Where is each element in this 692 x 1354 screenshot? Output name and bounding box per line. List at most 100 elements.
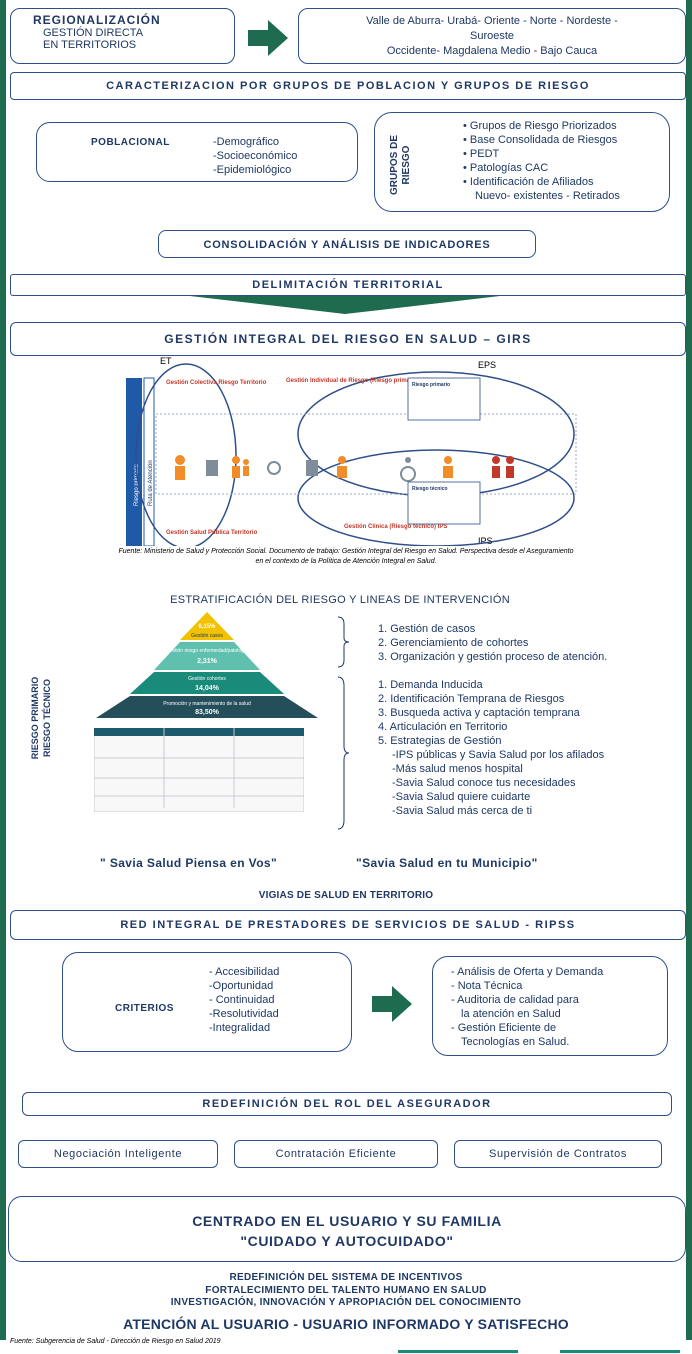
- riesgo-bar: [126, 378, 142, 546]
- grupos-riesgo-label-2: RIESGO: [401, 145, 412, 185]
- doctor-icon: [337, 456, 347, 478]
- grupos-riesgo-list: • Grupos de Riesgo Priorizados • Base Co…: [463, 119, 620, 203]
- regions-line1: Valle de Aburra- Urabá- Oriente - Norte …: [366, 15, 618, 27]
- poblacional-label: POBLACIONAL: [91, 137, 170, 148]
- eps-label: EPS: [478, 360, 496, 370]
- criterios-box: CRITERIOS - Accesibilidad -Oportunidad -…: [62, 952, 352, 1052]
- lineas-bottom-list: 1. Demanda Inducida 2. Identificación Te…: [378, 678, 604, 818]
- risk-pyramid: 6,15% Gestión casos Gestión riesgo enfer…: [96, 612, 318, 718]
- delimitacion-arrow-icon: [190, 296, 500, 314]
- regionalizacion-line3: EN TERRITORIOS: [43, 39, 137, 51]
- pyramid-l3-label: Gestión cohortes: [188, 676, 226, 682]
- lineas-bottom-item: 4. Articulación en Territorio: [378, 721, 508, 733]
- riesgo-primario-note-title: Riesgo primario: [412, 382, 450, 388]
- riesgo-primario-side: RIESGO PRIMARIO: [30, 676, 40, 760]
- et-label: ET: [160, 356, 172, 366]
- ips-label-top: IPS: [478, 536, 493, 546]
- regions-box: Valle de Aburra- Urabá- Oriente - Norte …: [298, 8, 686, 64]
- ripss-banner: RED INTEGRAL DE PRESTADORES DE SERVICIOS…: [10, 910, 686, 940]
- pyramid-top-label: Gestión casos: [191, 633, 223, 639]
- ruta-atencion-label: Ruta de Atención: [148, 460, 154, 506]
- consolidacion-box: CONSOLIDACIÓN Y ANÁLISIS DE INDICADORES: [158, 230, 536, 258]
- pyramid-top: [180, 612, 234, 640]
- lineas-top-item: 1. Gestión de casos: [378, 623, 476, 635]
- pyramid-base: [96, 696, 318, 718]
- pyramid-top-pct: 6,15%: [198, 624, 216, 630]
- clipboard-icon: [306, 460, 318, 476]
- slogan-municipio: "Savia Salud en tu Municipio": [356, 856, 538, 870]
- vigias-title: VIGIAS DE SALUD EN TERRITORIO: [258, 890, 434, 901]
- arrow-right-icon: [372, 986, 412, 1022]
- analisis-list: - Análisis de Oferta y Demanda - Nota Té…: [451, 965, 603, 1049]
- bottom-line: REDEFINICIÓN DEL SISTEMA DE INCENTIVOS: [229, 1272, 463, 1283]
- pyramid-l3-pct: 14,04%: [195, 685, 220, 692]
- gestion-salud-publica-label: Gestión Salud Pública Territorio: [166, 530, 258, 536]
- lineas-bottom-item: 2. Identificación Temprana de Riesgos: [378, 693, 565, 705]
- risk-table-image: [94, 728, 304, 812]
- centrado-line1: CENTRADO EN EL USUARIO Y SU FAMILIA: [192, 1213, 502, 1229]
- criterios-item: -Oportunidad: [209, 980, 274, 992]
- negociacion-box: Negociación Inteligente: [18, 1140, 218, 1168]
- grupos-riesgo-item: • PEDT: [463, 148, 500, 160]
- girs-banner: GESTIÓN INTEGRAL DEL RIESGO EN SALUD – G…: [10, 322, 686, 356]
- bottom-line: FORTALECIMIENTO DEL TALENTO HUMANO EN SA…: [205, 1284, 487, 1296]
- pyramid-base-label: Promoción y mantenimiento de la salud: [163, 701, 251, 707]
- caregivers-icon: [492, 456, 514, 478]
- analisis-item: la atención en Salud: [461, 1008, 561, 1020]
- criterios-item: -Integralidad: [209, 1022, 271, 1034]
- slogan-piensa: " Savia Salud Piensa en Vos": [100, 856, 278, 870]
- criterios-list: - Accesibilidad -Oportunidad - Continuid…: [209, 965, 279, 1035]
- atencion-usuario: ATENCIÓN AL USUARIO - USUARIO INFORMADO …: [123, 1316, 569, 1332]
- riesgo-side-label: RIESGO PRIMARIO RIESGO TÉCNICO: [29, 653, 53, 783]
- bottom-lines: REDEFINICIÓN DEL SISTEMA DE INCENTIVOS F…: [20, 1272, 672, 1310]
- grupos-riesgo-item: • Patologías CAC: [463, 162, 549, 174]
- analisis-item: - Auditoria de calidad para: [451, 994, 579, 1006]
- supervision-box: Supervisión de Contratos: [454, 1140, 662, 1168]
- lineas-bottom-item: -Savia Salud más cerca de ti: [392, 805, 533, 817]
- poblacional-list: -Demográfico -Socioeconómico -Epidemioló…: [213, 135, 297, 177]
- fuente-subgerencia: Fuente: Subgerencia de Salud - Dirección…: [10, 1338, 221, 1345]
- analisis-item: Tecnologías en Salud.: [461, 1036, 570, 1048]
- centrado-box: CENTRADO EN EL USUARIO Y SU FAMILIA "CUI…: [8, 1196, 686, 1262]
- riesgo-tecnico-note: [407, 481, 481, 525]
- footer-rule-mid: [398, 1350, 518, 1353]
- lineas-bottom-item: 1. Demanda Inducida: [378, 679, 483, 691]
- grupos-riesgo-label-1: GRUPOS DE: [389, 135, 400, 196]
- criterios-item: - Accesibilidad: [209, 966, 280, 978]
- lineas-bottom-item: 3. Busqueda activa y captación temprana: [378, 707, 580, 719]
- regionalizacion-box: REGIONALIZACIÓN GESTIÓN DIRECTA EN TERRI…: [10, 8, 235, 64]
- grupos-riesgo-box: GRUPOS DE RIESGO • Grupos de Riesgo Prio…: [374, 112, 670, 212]
- lineas-bottom-item: -Más salud menos hospital: [392, 763, 523, 775]
- bottom-line: INVESTIGACIÓN, INNOVACIÓN Y APROPIACIÓN …: [170, 1297, 522, 1308]
- lineas-bottom-item: 5. Estrategias de Gestión: [378, 735, 502, 747]
- lineas-bottom-item: -Savia Salud conoce tus necesidades: [392, 777, 576, 789]
- lineas-top-item: 2. Gerenciamiento de cohortes: [378, 637, 529, 649]
- caracterizacion-banner: CARACTERIZACION POR GRUPOS DE POBLACION …: [10, 72, 686, 100]
- lineas-top-list: 1. Gestión de casos 2. Gerenciamiento de…: [378, 622, 607, 664]
- lineas-bottom-item: -Savia Salud quiere cuidarte: [392, 791, 531, 803]
- grupos-riesgo-label: GRUPOS DE RIESGO: [389, 115, 413, 215]
- gestion-individual-label: Gestión Individual de Riesgo (Riesgo pri…: [286, 378, 433, 384]
- delimitacion-banner: DELIMITACIÓN TERRITORIAL: [10, 274, 686, 296]
- ips-ellipse: [297, 449, 575, 546]
- riesgo-tecnico-side: RIESGO TÉCNICO: [42, 679, 52, 758]
- redefinicion-rol-box: REDEFINICIÓN DEL ROL DEL ASEGURADOR: [22, 1092, 672, 1116]
- ruta-bar: [143, 377, 155, 546]
- analisis-box: - Análisis de Oferta y Demanda - Nota Té…: [432, 956, 668, 1056]
- family-icon: [232, 456, 249, 478]
- arrow-right-icon: [248, 20, 288, 56]
- pyramid-level-3: [130, 672, 284, 694]
- centrado-line2: "CUIDADO Y AUTOCUIDADO": [240, 1233, 454, 1249]
- bracket-top-icon: [337, 616, 350, 668]
- lineas-top-item: 3. Organización y gestión proceso de ate…: [378, 651, 608, 663]
- analisis-item: - Análisis de Oferta y Demanda: [451, 966, 604, 978]
- grupos-riesgo-item: • Grupos de Riesgo Priorizados: [463, 120, 617, 132]
- patient-icon: [443, 456, 453, 478]
- pyramid-l2-pct: 2,31%: [197, 658, 218, 665]
- pyramid-l2-label: Gestión riesgo enfermedad/patología: [166, 648, 248, 654]
- gestion-colectiva-label: Gestión Colectiva Riesgo Territorio: [166, 380, 267, 386]
- ruta-track: [155, 413, 577, 495]
- person-icon: [175, 455, 185, 480]
- riesgo-tecnico-note-title: Riesgo técnico: [412, 486, 448, 492]
- poblacional-item: -Socioeconómico: [213, 150, 298, 162]
